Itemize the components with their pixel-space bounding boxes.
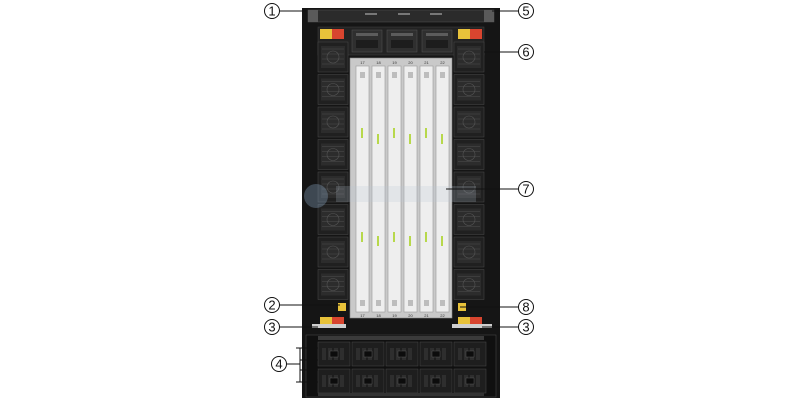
top-handle-right	[484, 10, 494, 22]
svg-text:6: 6	[522, 45, 529, 60]
chassis-top-bar	[307, 9, 495, 23]
top-handle-left	[308, 10, 318, 22]
board-led	[377, 134, 379, 144]
callout-2: 2	[264, 297, 280, 313]
board-led	[393, 232, 395, 242]
board-led	[409, 236, 411, 246]
callout-3-left: 3	[264, 319, 280, 335]
air-filter-left	[312, 324, 346, 328]
slot-number-bottom: 21	[424, 313, 429, 318]
svg-text:4: 4	[275, 357, 282, 372]
callout-5: 5	[518, 3, 534, 19]
board-slot	[355, 65, 370, 313]
callout-4: 4	[271, 356, 287, 372]
svg-text:3: 3	[522, 320, 529, 335]
board-led	[441, 134, 443, 144]
slot-number-top: 17	[360, 60, 365, 65]
board-slot	[387, 65, 402, 313]
slot-number-top: 21	[424, 60, 429, 65]
svg-text:2: 2	[268, 298, 275, 313]
callout-6: 6	[518, 44, 534, 60]
slot-number-top: 18	[376, 60, 381, 65]
board-led	[409, 134, 411, 144]
slot-number-bottom: 19	[392, 313, 397, 318]
air-filter-right	[452, 324, 492, 328]
watermark	[304, 184, 476, 208]
board-led	[425, 128, 427, 138]
svg-text:7: 7	[522, 182, 529, 197]
board-slot	[419, 65, 434, 313]
callout-1: 1	[264, 3, 280, 19]
slot-number-bottom: 18	[376, 313, 381, 318]
board-led	[361, 128, 363, 138]
callout-8: 8	[518, 299, 534, 315]
slot-number-top: 20	[408, 60, 413, 65]
board-led	[441, 236, 443, 246]
svg-text:8: 8	[522, 300, 529, 315]
board-led	[425, 232, 427, 242]
svg-text:5: 5	[522, 4, 529, 19]
slot-number-bottom: 17	[360, 313, 365, 318]
esd-jack-left	[338, 303, 346, 311]
svg-text:1: 1	[268, 4, 275, 19]
slot-number-top: 19	[392, 60, 397, 65]
board-led	[377, 236, 379, 246]
board-led	[361, 232, 363, 242]
slot-number-top: 22	[440, 60, 445, 65]
slot-number-bottom: 20	[408, 313, 413, 318]
board-led	[393, 128, 395, 138]
board-slot	[371, 65, 386, 313]
svg-text:3: 3	[268, 320, 275, 335]
callout-3-right: 3	[518, 319, 534, 335]
board-slot	[403, 65, 418, 313]
callout-7: 7	[518, 181, 534, 197]
slot-number-bottom: 22	[440, 313, 445, 318]
